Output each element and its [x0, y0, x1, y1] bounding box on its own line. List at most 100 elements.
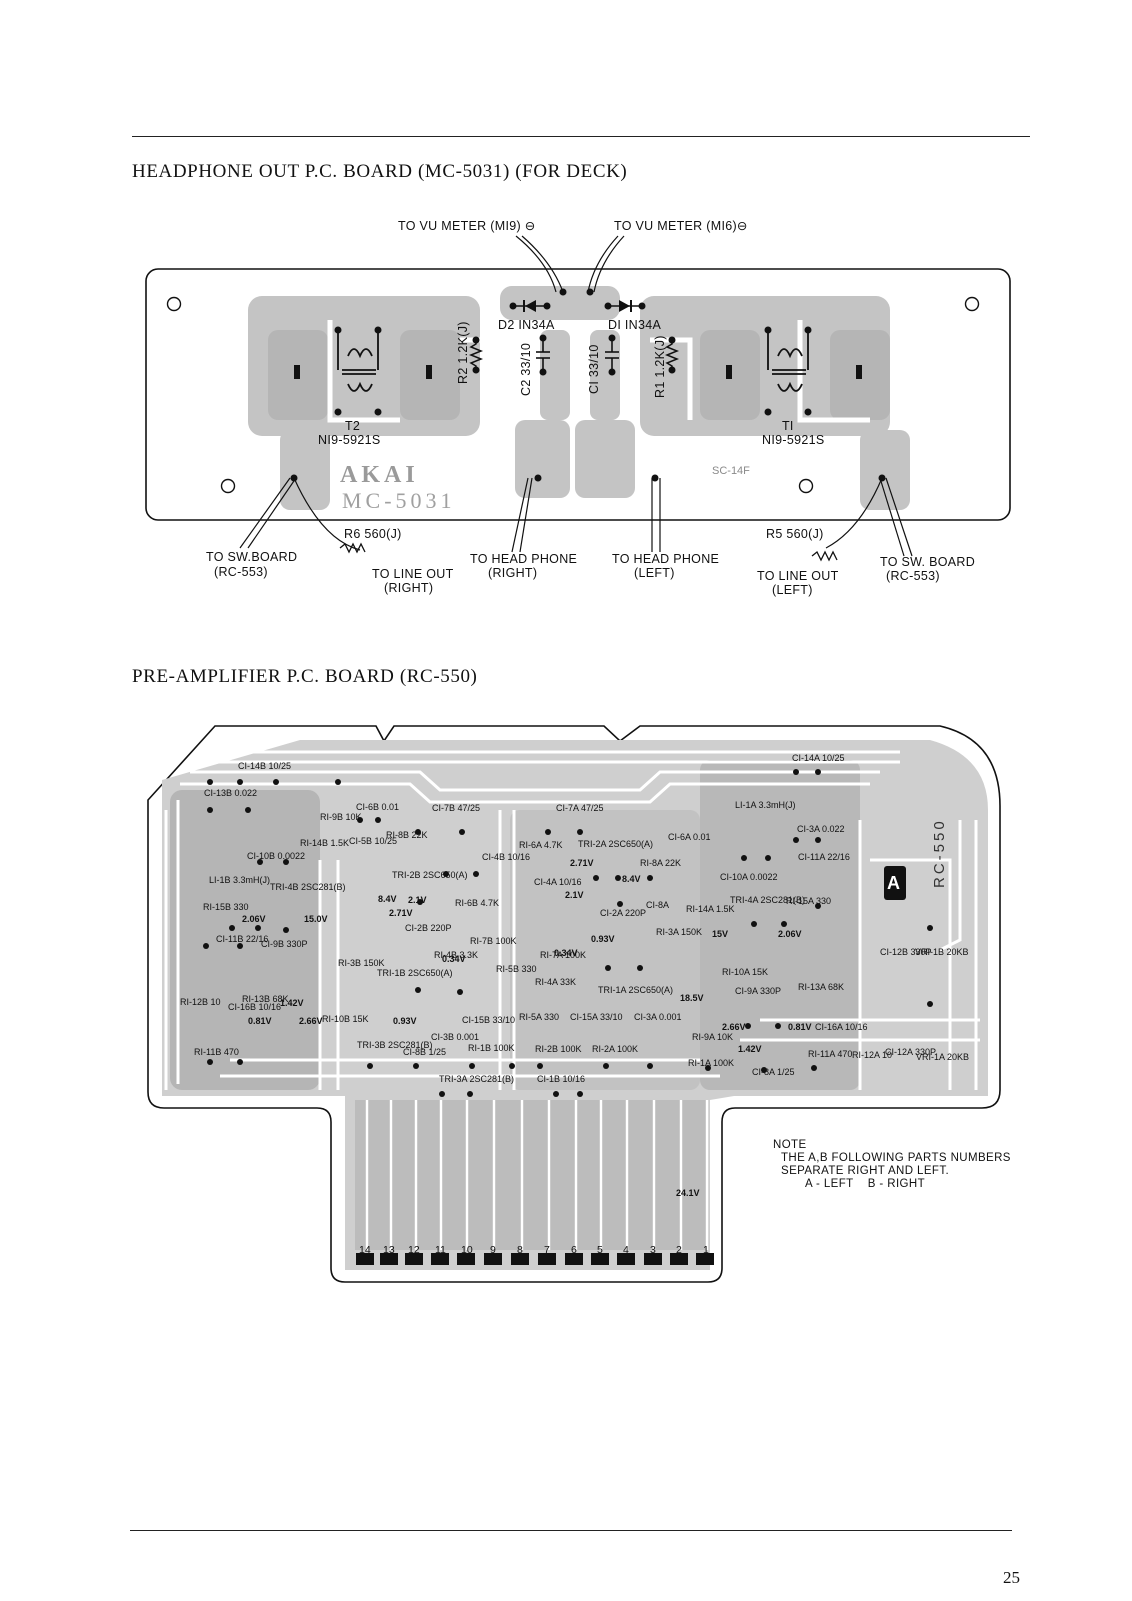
- note-line-2: SEPARATE RIGHT AND LEFT.: [781, 1165, 950, 1177]
- component-label: RI-11A 470: [808, 1049, 852, 1059]
- t1-part-label: NI9-5921S: [762, 433, 824, 447]
- component-label: RI-6A 4.7K: [519, 840, 563, 850]
- component-label: RI-10A 15K: [722, 967, 768, 977]
- heading-rc550: PRE-AMPLIFIER P.C. BOARD (RC-550): [132, 666, 478, 687]
- solder-pad: [417, 899, 423, 905]
- component-label: RI-1A 100K: [688, 1058, 734, 1068]
- component-label: CI-11A 22/16: [798, 852, 850, 862]
- solder-pad: [577, 1091, 583, 1097]
- pin-label: 2: [676, 1244, 682, 1256]
- board-marking-akai: AKAI: [340, 462, 419, 488]
- component-label: CI-16A 10/16: [815, 1022, 868, 1032]
- solder-pad: [815, 769, 821, 775]
- mount-hole: [798, 478, 814, 494]
- solder-pad: [811, 1065, 817, 1071]
- solder-pad: [473, 871, 479, 877]
- page-number: 25: [1003, 1568, 1020, 1587]
- rc550-traces: [164, 750, 980, 1090]
- solder-pad: [647, 875, 653, 881]
- solder-pad: [207, 779, 213, 785]
- r1-label: R1 1.2K(J): [653, 335, 667, 398]
- solder-pad: [751, 921, 757, 927]
- voltage-label: 18.5V: [680, 993, 704, 1003]
- component-label: CI-4B 10/16: [482, 852, 530, 862]
- label-sw-board-right: TO SW. BOARD: [880, 555, 975, 569]
- label-line-out-right: TO LINE OUT: [372, 567, 454, 581]
- voltage-label: 2.66V: [722, 1022, 746, 1032]
- parts-note: NOTE THE A,B FOLLOWING PARTS NUMBERS SEP…: [773, 1139, 1011, 1191]
- solder-pad: [593, 875, 599, 881]
- component-label: RI-15A 330: [786, 896, 831, 906]
- d1-symbol: [608, 300, 642, 312]
- component-label: CI-11B 22/16: [216, 934, 268, 944]
- component-label: RI-15B 330: [203, 902, 249, 912]
- note-title: NOTE: [773, 1139, 807, 1151]
- component-label: RI-4A 33K: [535, 977, 576, 987]
- voltage-label: 0.34V: [554, 948, 578, 958]
- component-label: CI-9B 330P: [261, 939, 308, 949]
- component-label: CI-14A 10/25: [792, 753, 845, 763]
- label-line-out-right-2: (RIGHT): [384, 581, 433, 595]
- component-label: CI-3A 0.001: [634, 1012, 682, 1022]
- pin-label: 9: [490, 1244, 496, 1256]
- component-label: CI-13B 0.022: [204, 788, 257, 798]
- solder-pad: [439, 1091, 445, 1097]
- t1-symbol: [767, 330, 809, 392]
- mount-hole: [964, 296, 980, 312]
- component-label: RI-9A 10K: [692, 1032, 733, 1042]
- solder-pad: [927, 925, 933, 931]
- voltage-label: 8.4V: [378, 894, 397, 904]
- component-label: TRI-4A 2SC281(B): [730, 895, 805, 905]
- component-label: RI-1B 100K: [468, 1043, 515, 1053]
- voltage-label: 15.0V: [304, 914, 328, 924]
- component-label: LI-1B 3.3mH(J): [209, 875, 270, 885]
- component-label: RI-13B 68K: [242, 994, 289, 1004]
- component-label: RI-5A 330: [519, 1012, 559, 1022]
- voltage-label: 0.34V: [442, 954, 466, 964]
- component-label: CI-5B 10/25: [349, 836, 397, 846]
- pin-label: 3: [650, 1244, 656, 1256]
- solder-pad: [469, 1063, 475, 1069]
- board-number-marking: MC-5031: [342, 488, 456, 513]
- component-label: RI-8B 22K: [386, 830, 428, 840]
- component-label: CI-6A 0.01: [668, 832, 711, 842]
- pin-label: 8: [517, 1244, 523, 1256]
- t2-part-label: NI9-5921S: [318, 433, 380, 447]
- label-vu-meter-right: TO VU METER (MI6)⊖: [614, 219, 748, 233]
- solder-pad: [815, 903, 821, 909]
- solder-pad: [605, 965, 611, 971]
- component-label: TRI-1A 2SC650(A): [598, 985, 673, 995]
- component-label: VRI-1A 20KB: [916, 1052, 969, 1062]
- r6-symbol: [339, 542, 366, 554]
- solder-pad: [273, 779, 279, 785]
- component-label: CI-7B 47/25: [432, 803, 480, 813]
- voltage-label: 0.93V: [393, 1016, 417, 1026]
- label-line-out-left-2: (LEFT): [772, 583, 813, 597]
- voltage-label: 2.1V: [565, 890, 584, 900]
- solder-pad: [781, 921, 787, 927]
- pin-label: 14: [359, 1244, 371, 1256]
- solder-pad: [367, 1063, 373, 1069]
- component-label: CI-3B 0.001: [431, 1032, 479, 1042]
- solder-pad: [415, 829, 421, 835]
- label-head-phone-right: TO HEAD PHONE: [470, 552, 577, 566]
- connector-pin-labels: 14 13 12 11 10 9 8 7 6 5 4 3 2 1: [359, 1244, 709, 1256]
- component-label: RI-12B 10: [180, 997, 221, 1007]
- solder-pad: [457, 989, 463, 995]
- solder-pad: [335, 779, 341, 785]
- component-label: CI-12A 330P: [885, 1047, 936, 1057]
- component-label: TRI-4B 2SC281(B): [270, 882, 346, 892]
- solder-pad: [283, 859, 289, 865]
- component-label: CI-2A 220P: [600, 908, 646, 918]
- rc550-board-number: RC-550: [931, 818, 948, 888]
- component-label: CI-7A 47/25: [556, 803, 604, 813]
- solder-pad: [459, 829, 465, 835]
- d1-label: DI IN34A: [608, 318, 661, 332]
- label-sw-board-right-2: (RC-553): [886, 569, 940, 583]
- solder-pad: [375, 817, 381, 823]
- component-label: CI-15A 33/10: [570, 1012, 623, 1022]
- c1-label: CI 33/10: [587, 344, 601, 394]
- pin-label: 5: [597, 1244, 603, 1256]
- voltage-label: 15V: [712, 929, 728, 939]
- connector-pads: [356, 1253, 714, 1265]
